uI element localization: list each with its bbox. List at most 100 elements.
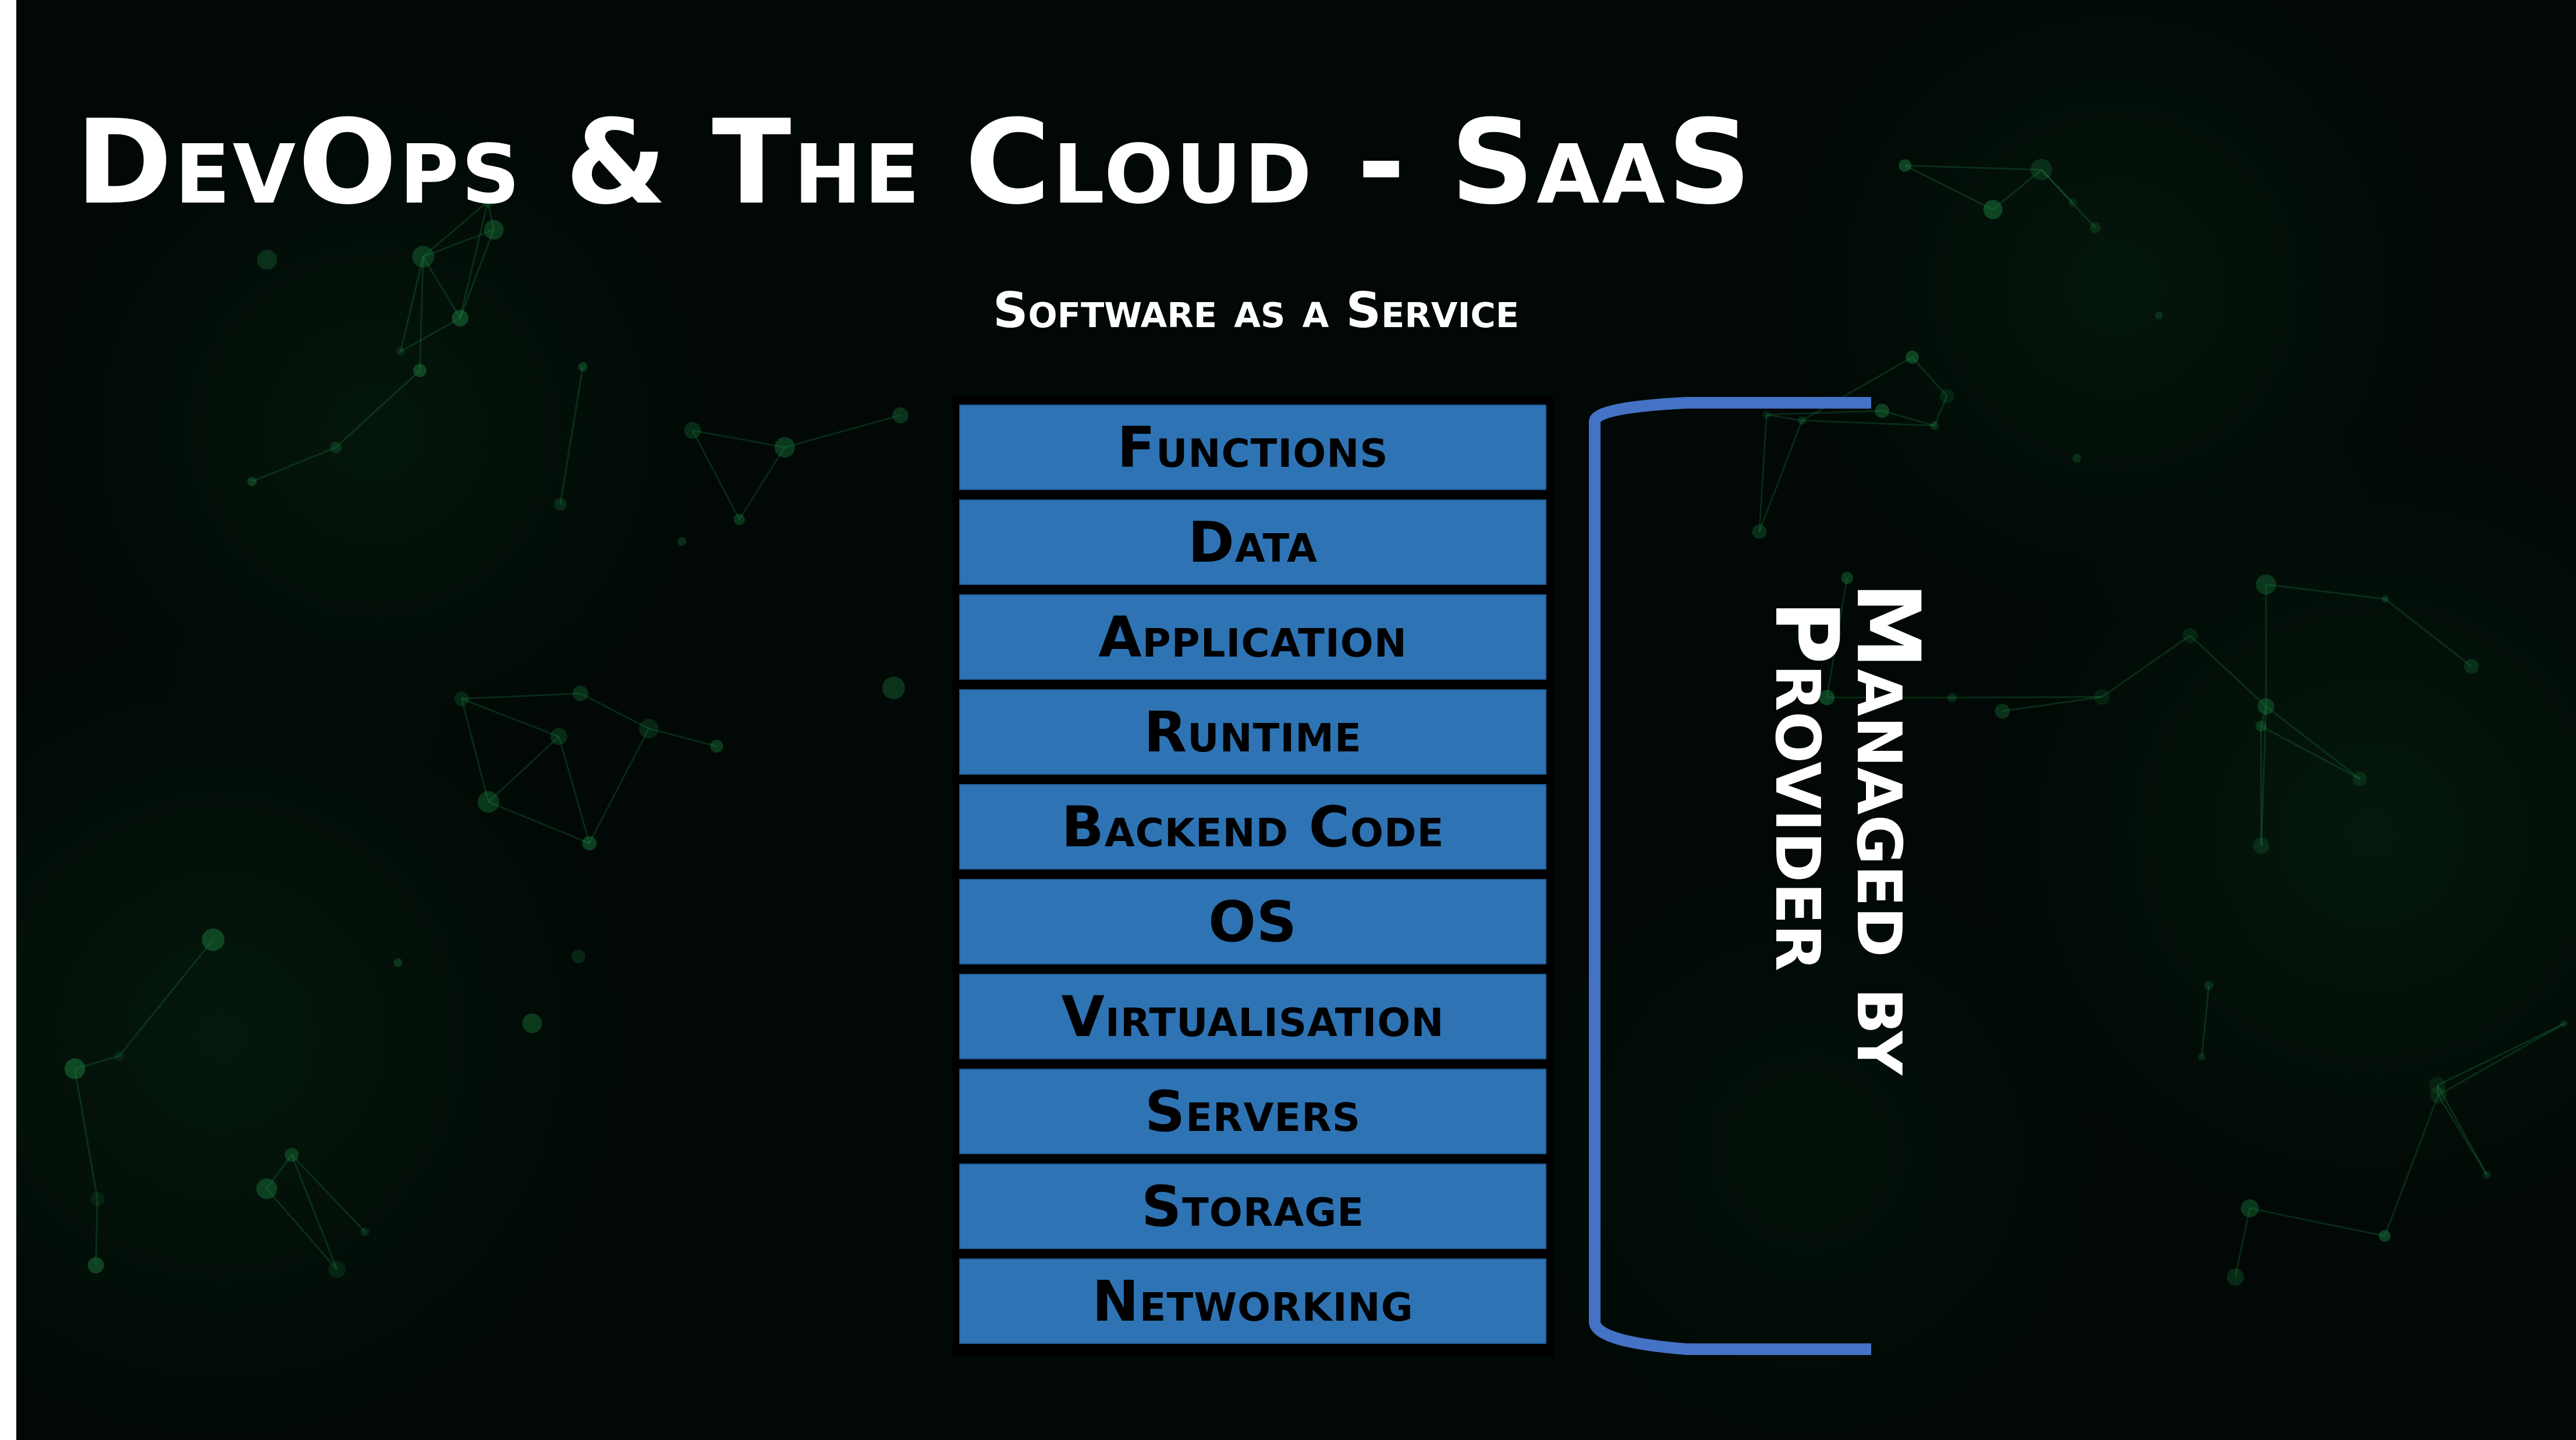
network-link (487, 201, 495, 230)
network-link (580, 693, 650, 730)
network-node (454, 691, 469, 707)
network-link (2436, 1084, 2488, 1176)
network-link (265, 1188, 338, 1271)
network-link (2189, 634, 2267, 707)
network-link (2234, 1208, 2251, 1278)
layer-label: Virtualisation (1061, 984, 1445, 1049)
service-stack: Functions Data Application Runtime Backe… (952, 397, 1554, 1356)
network-link (691, 430, 740, 520)
layer-label: Functions (1117, 414, 1389, 480)
network-link (558, 736, 591, 844)
network-link (1911, 356, 1948, 397)
vertical-label-line1: Managed by (1837, 582, 1938, 1076)
network-link (291, 1154, 366, 1233)
network-node (638, 718, 659, 739)
network-node (201, 928, 225, 951)
network-node (1939, 389, 1954, 403)
network-link (1904, 164, 1993, 211)
network-link (784, 414, 901, 448)
network-link (2260, 706, 2267, 726)
network-node (1797, 416, 1807, 425)
network-node (2353, 771, 2368, 786)
network-node (684, 422, 701, 439)
network-link (400, 317, 461, 353)
layer-runtime: Runtime (959, 689, 1546, 775)
layer-label: Application (1098, 604, 1407, 670)
network-node (2429, 1077, 2446, 1094)
network-node (1752, 524, 1767, 539)
network-node (412, 246, 434, 268)
network-link (422, 256, 461, 319)
layer-label: Servers (1145, 1079, 1361, 1144)
network-node (2560, 1020, 2568, 1027)
network-link (1933, 395, 1948, 426)
network-link (459, 201, 489, 318)
network-node (522, 1013, 542, 1034)
network-link (1766, 410, 1882, 416)
network-node (892, 407, 909, 424)
layer-application: Application (959, 594, 1546, 680)
network-node (1947, 693, 1957, 703)
network-node (2258, 698, 2275, 715)
network-link (1905, 164, 2042, 171)
network-node (1899, 159, 1912, 172)
network-link (588, 728, 650, 844)
network-node (413, 364, 427, 377)
layer-backend-code: Backend Code (959, 784, 1546, 870)
network-link (2101, 634, 2191, 698)
network-node (578, 362, 588, 371)
network-link (461, 698, 559, 737)
network-node (114, 1051, 124, 1061)
network-node (393, 958, 403, 967)
network-link (251, 446, 336, 483)
network-node (285, 1148, 299, 1162)
network-node (87, 1257, 104, 1274)
layer-label: Storage (1141, 1173, 1364, 1239)
network-node (1906, 350, 1919, 364)
network-background-graphic (64, 159, 2568, 1286)
network-node (1930, 421, 1939, 430)
layer-storage: Storage (959, 1164, 1546, 1249)
network-link (1766, 414, 1803, 421)
network-link (423, 229, 494, 258)
network-link (460, 698, 489, 803)
network-link (399, 256, 424, 352)
network-link (488, 801, 590, 845)
network-link (2437, 1094, 2488, 1176)
network-link (74, 1068, 98, 1200)
network-link (74, 1055, 119, 1070)
network-node (257, 250, 278, 270)
network-link (692, 430, 785, 448)
network-node (2382, 595, 2389, 603)
network-node (360, 1228, 370, 1236)
network-node (774, 437, 795, 458)
network-node (2204, 980, 2213, 990)
network-link (2201, 985, 2210, 1058)
network-link (739, 446, 786, 520)
network-link (488, 736, 560, 803)
network-node (2072, 453, 2081, 463)
slide: DevOps & The Cloud - SaaS Software as a … (16, 0, 2576, 1440)
network-node (2198, 1053, 2206, 1061)
network-node (2429, 1087, 2447, 1104)
network-node (2031, 159, 2052, 181)
network-node (481, 195, 494, 208)
network-node (2255, 574, 2276, 595)
layer-networking: Networking (959, 1258, 1546, 1344)
layer-label: OS (1208, 889, 1297, 955)
network-node (550, 728, 567, 746)
network-node (2226, 1268, 2244, 1286)
network-link (2265, 705, 2361, 780)
network-node (247, 477, 257, 487)
network-link (2385, 598, 2472, 668)
slide-title: DevOps & The Cloud - SaaS (76, 95, 1754, 230)
vertical-label-line2: Provider (1755, 600, 1857, 971)
network-link (2249, 1207, 2385, 1237)
network-node (733, 513, 746, 526)
network-link (1882, 410, 1935, 427)
network-node (2483, 1171, 2491, 1179)
network-link (462, 692, 581, 700)
network-node (882, 676, 905, 700)
network-node (553, 498, 567, 511)
network-link (2261, 725, 2361, 780)
